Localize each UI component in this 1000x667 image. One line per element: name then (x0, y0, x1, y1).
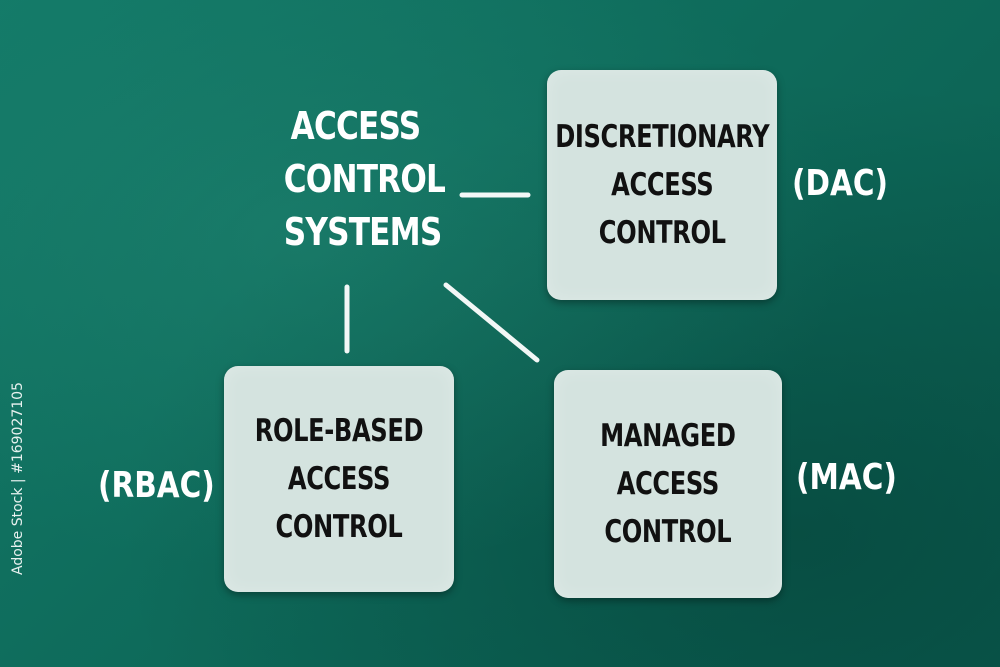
abbr-rbac: (RBAC) (98, 465, 215, 506)
card-dac-text: DISCRETIONARY ACCESS CONTROL (555, 113, 769, 257)
card-dac: DISCRETIONARY ACCESS CONTROL (547, 70, 777, 300)
card-rbac-line: ROLE-BASED (254, 413, 424, 449)
title-line: ACCESS (290, 104, 422, 148)
diagram-title: ACCESS CONTROL SYSTEMS (283, 100, 446, 259)
card-rbac-text: ROLE-BASED ACCESS CONTROL (254, 407, 424, 551)
stock-watermark: Adobe Stock | #169027105 (10, 382, 26, 575)
connector-to-mac (443, 282, 540, 363)
title-line: SYSTEMS (283, 210, 443, 254)
card-mac-line: MANAGED (600, 418, 736, 454)
card-dac-line: DISCRETIONARY (554, 119, 770, 155)
card-mac-line: ACCESS (616, 466, 720, 502)
abbr-mac: (MAC) (796, 457, 897, 498)
card-dac-line: CONTROL (598, 215, 726, 251)
abbr-dac: (DAC) (792, 163, 889, 204)
card-rbac-line: ACCESS (287, 461, 391, 497)
card-mac-text: MANAGED ACCESS CONTROL (600, 412, 736, 556)
card-mac-line: CONTROL (604, 514, 732, 550)
card-rbac-line: CONTROL (275, 509, 403, 545)
title-line: CONTROL (283, 157, 446, 201)
card-rbac: ROLE-BASED ACCESS CONTROL (224, 366, 454, 592)
card-mac: MANAGED ACCESS CONTROL (554, 370, 782, 598)
card-dac-line: ACCESS (610, 167, 714, 203)
